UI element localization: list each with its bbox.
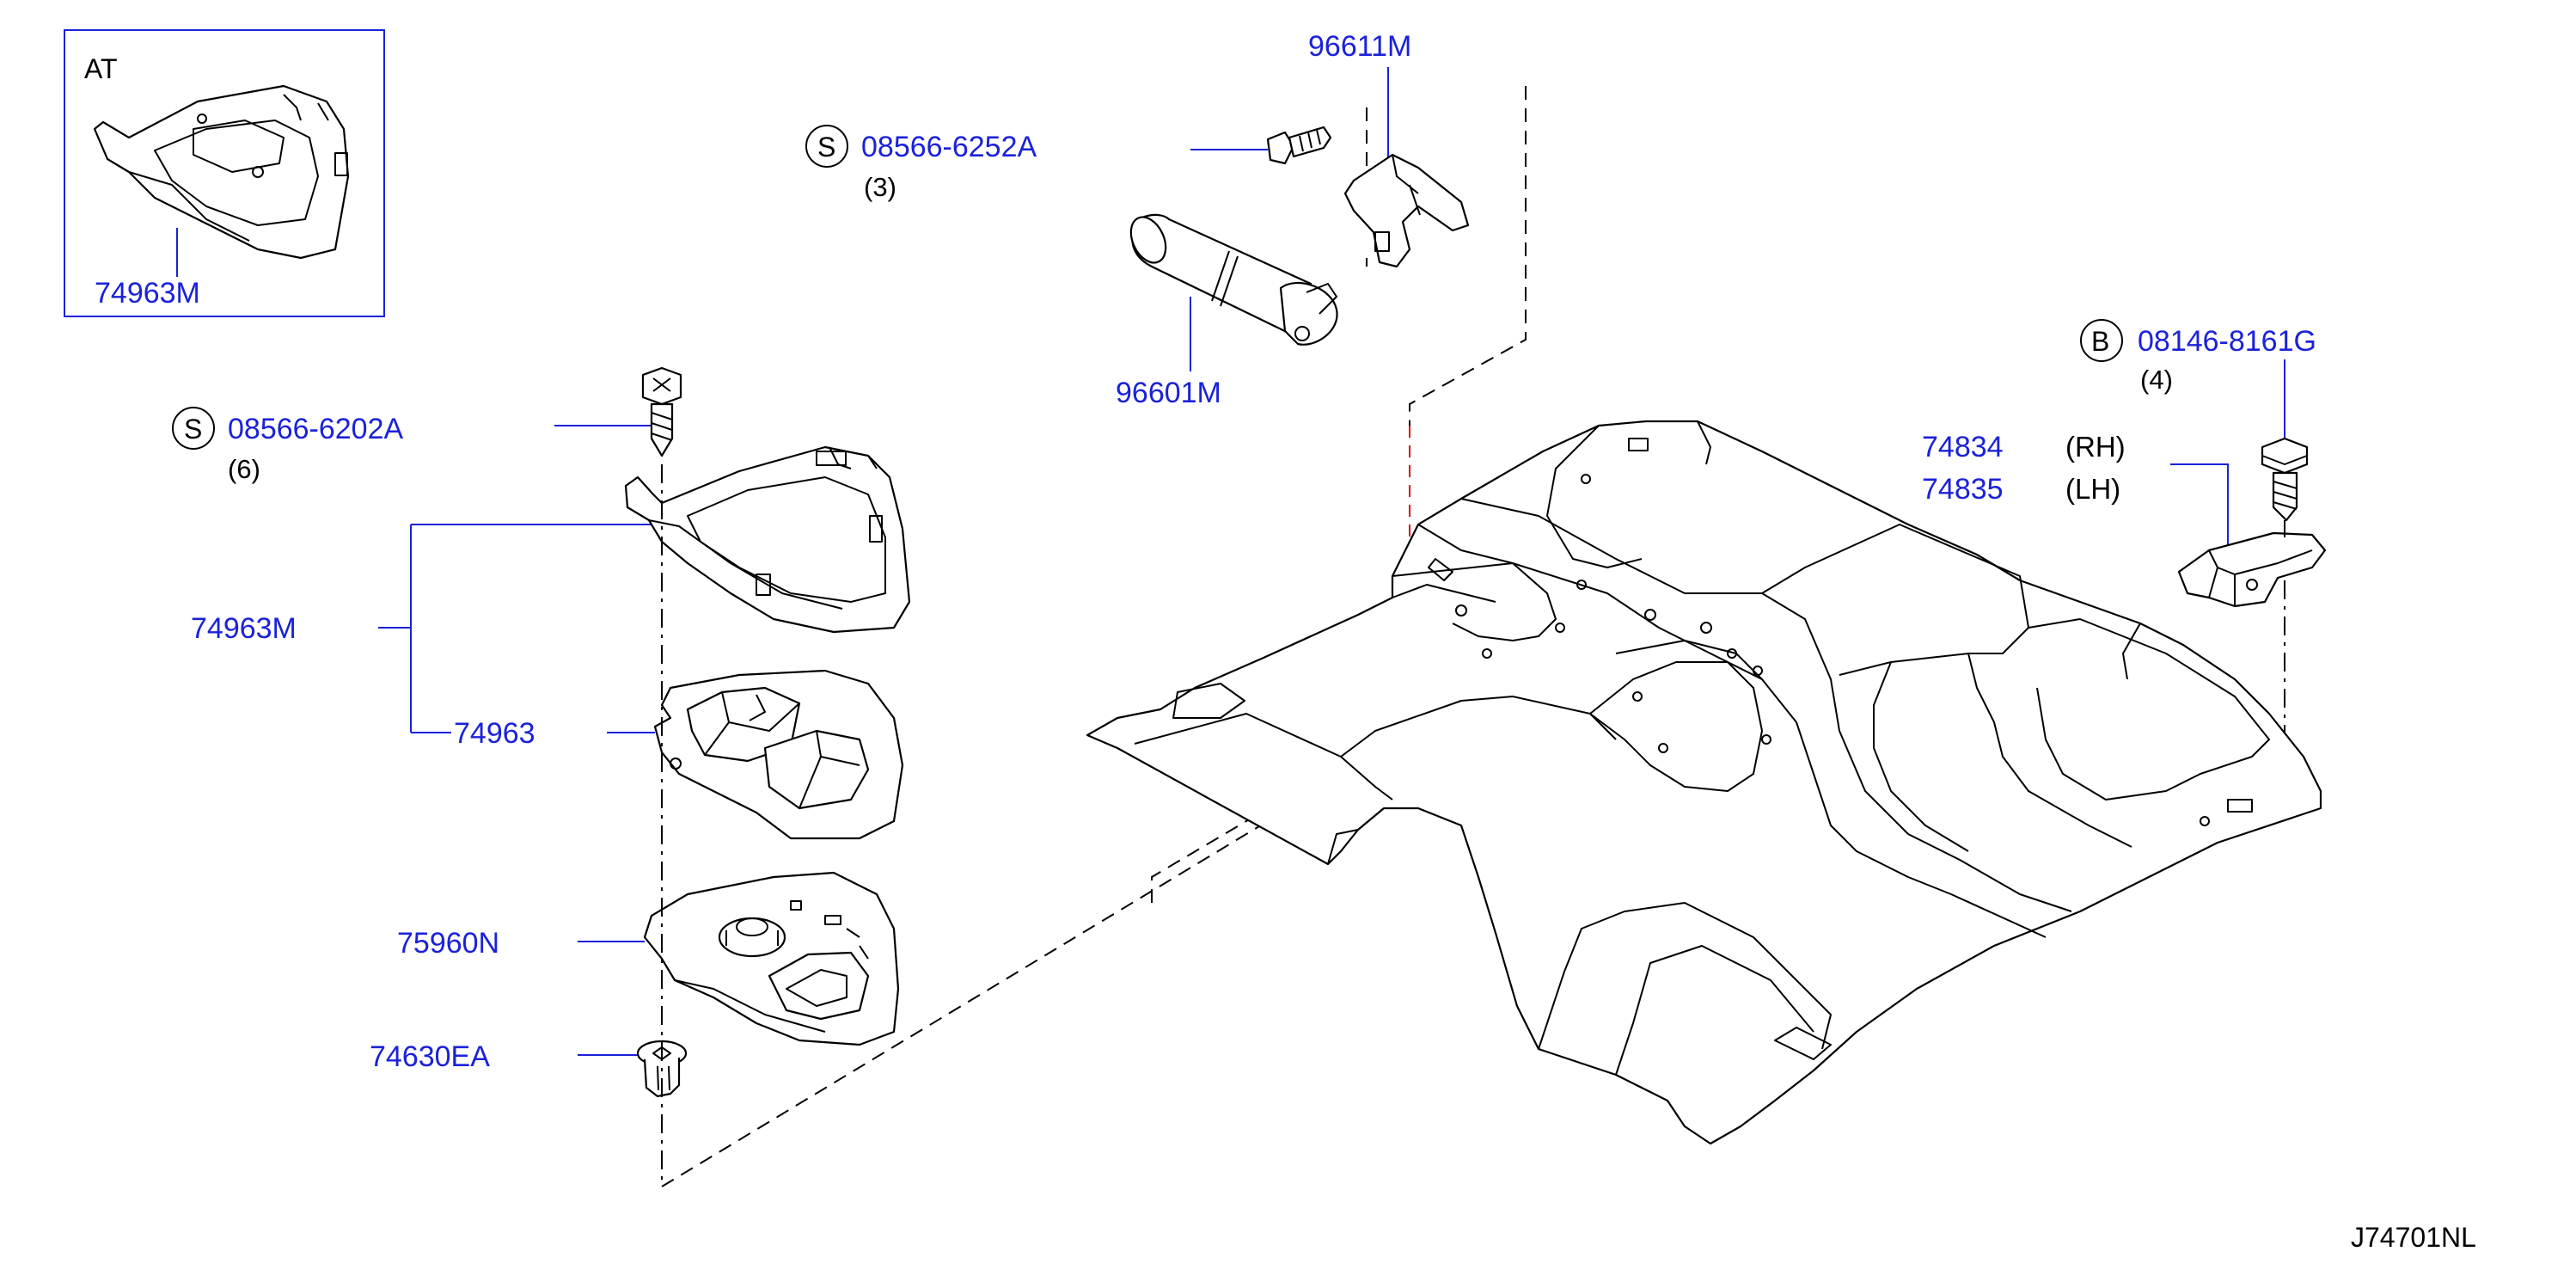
cover-drawing [643,871,900,1046]
diagram-code: J74701NL [2351,1222,2476,1253]
bolt-drawing [2261,437,2309,522]
inset-tray-drawing [93,84,350,260]
bolt-part[interactable]: 08146-8161G [2138,325,2316,358]
bracket-holder-drawing [1343,153,1470,268]
side-bracket-drawing [2177,531,2327,608]
screw-a-drawing [1266,126,1332,165]
callout-bolt: B 08146-8161G (4) [2080,319,2316,440]
callout-74963: 74963 [454,717,655,750]
clip-label[interactable]: 74630EA [370,1040,490,1073]
bracket-rh-side: (RH) [2065,431,2126,463]
screw-b-part[interactable]: 08566-6202A [228,413,404,445]
callout-74963m: 74963M [191,524,655,733]
b-symbol: B [2091,326,2109,357]
callout-75960n: 75960N [397,927,645,960]
s-symbol-circle-a [805,125,848,168]
screw-b-qty: (6) [228,454,260,484]
bolt-qty: (4) [2140,365,2173,395]
screw-b-drawing [641,366,682,457]
s-symbol-a: S [817,132,835,163]
screw-a-qty: (3) [864,172,896,202]
b-symbol-circle [2080,319,2123,362]
callout-74834-74835: 74834 (RH) 74835 (LH) [1922,431,2229,550]
tray-drawing [653,669,904,840]
callout-96611m: 96611M [1308,30,1411,168]
s-symbol-b: S [184,414,202,445]
bracket-rh-part[interactable]: 74834 [1922,431,2004,463]
bracket-holder-label[interactable]: 96611M [1308,30,1411,63]
inset-part-label[interactable]: 74963M [95,277,200,310]
cover-label[interactable]: 75960N [397,927,499,960]
s-symbol-circle-b [172,407,215,450]
callout-screw-a: S 08566-6252A (3) [805,125,1268,202]
floor-panel-drawing [1086,420,2322,1145]
tray-frame-drawing [624,445,911,634]
bracket-lh-part[interactable]: 74835 [1922,473,2004,506]
screw-a-part[interactable]: 08566-6252A [861,131,1037,163]
clip-drawing [636,1040,688,1098]
canister-label[interactable]: 96601M [1116,377,1221,409]
callout-screw-b: S 08566-6202A (6) [172,407,655,484]
callout-96601m: 96601M [1116,297,1221,409]
inset-title: AT [84,53,118,84]
bracket-lh-side: (LH) [2065,473,2120,505]
callout-74630ea: 74630EA [370,1040,640,1073]
inset-at: AT 74963M [64,29,385,317]
canister-drawing [1129,213,1338,346]
tray-assy-label[interactable]: 74963M [191,612,297,645]
tray-label[interactable]: 74963 [454,717,535,750]
